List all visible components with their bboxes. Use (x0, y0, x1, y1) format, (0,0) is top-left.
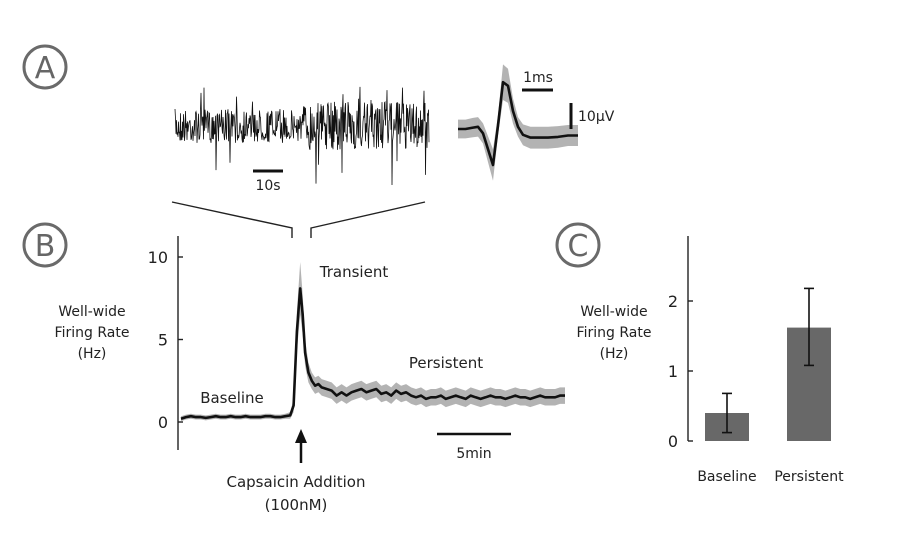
bars-ylabel-line3: (Hz) (600, 346, 629, 362)
panel-b-label: B (22, 222, 68, 268)
capsaicin-event-label: Capsaicin Addition (227, 473, 366, 491)
bars-ytick-label: 0 (668, 432, 678, 451)
spike-mean-line (458, 80, 578, 167)
timecourse-ylabel-line1: Well-wide (58, 304, 125, 320)
spike-time-scalebar-label: 1ms (523, 70, 553, 86)
timecourse-ytick-label: 5 (158, 331, 168, 350)
spike-amplitude-scalebar-label: 10μV (578, 109, 615, 125)
spike-waveform-plot (458, 64, 578, 181)
spike-time-scalebar: 1ms (522, 70, 553, 92)
bars-ytick-label: 1 (668, 362, 678, 381)
timecourse-ytick-label: 10 (148, 248, 168, 267)
bars-ylabel: Well-wide Firing Rate (Hz) (577, 304, 652, 362)
panel-a-letter: A (35, 51, 56, 86)
spike-amplitude-scalebar: 10μV (569, 103, 615, 129)
timecourse-ylabel-line2: Firing Rate (55, 325, 130, 341)
raw-time-scalebar: 10s (253, 169, 283, 194)
panel-c-letter: C (568, 229, 589, 264)
baseline-annotation: Baseline (200, 389, 264, 407)
rate-time-scalebar: 5min (437, 432, 511, 462)
bar-category-label: Persistent (774, 469, 844, 485)
panel-c-label: C (555, 222, 601, 268)
panel-b-letter: B (35, 229, 56, 264)
raw-time-scalebar-label: 10s (255, 178, 280, 194)
bars-ylabel-line2: Firing Rate (577, 325, 652, 341)
timecourse-mean-line (180, 287, 565, 420)
timecourse-ytick-label: 0 (158, 413, 168, 432)
bars-ytick-label: 2 (668, 292, 678, 311)
capsaicin-event-marker: Capsaicin Addition (100nM) (227, 429, 366, 514)
timecourse-ylabel: Well-wide Firing Rate (Hz) (55, 304, 130, 362)
persistent-annotation: Persistent (409, 354, 483, 372)
zoom-connector (171, 201, 426, 238)
capsaicin-event-concentration: (100nM) (265, 496, 328, 514)
panel-a-label: A (22, 44, 68, 90)
raw-voltage-path (174, 86, 430, 186)
raw-recording-trace (174, 86, 430, 186)
transient-annotation: Transient (319, 263, 389, 281)
firing-rate-timecourse: 0 5 10 (148, 236, 565, 450)
bar-category-label: Baseline (697, 469, 756, 485)
bars-ylabel-line1: Well-wide (580, 304, 647, 320)
rate-time-scalebar-label: 5min (456, 446, 491, 462)
timecourse-ylabel-line3: (Hz) (78, 346, 107, 362)
